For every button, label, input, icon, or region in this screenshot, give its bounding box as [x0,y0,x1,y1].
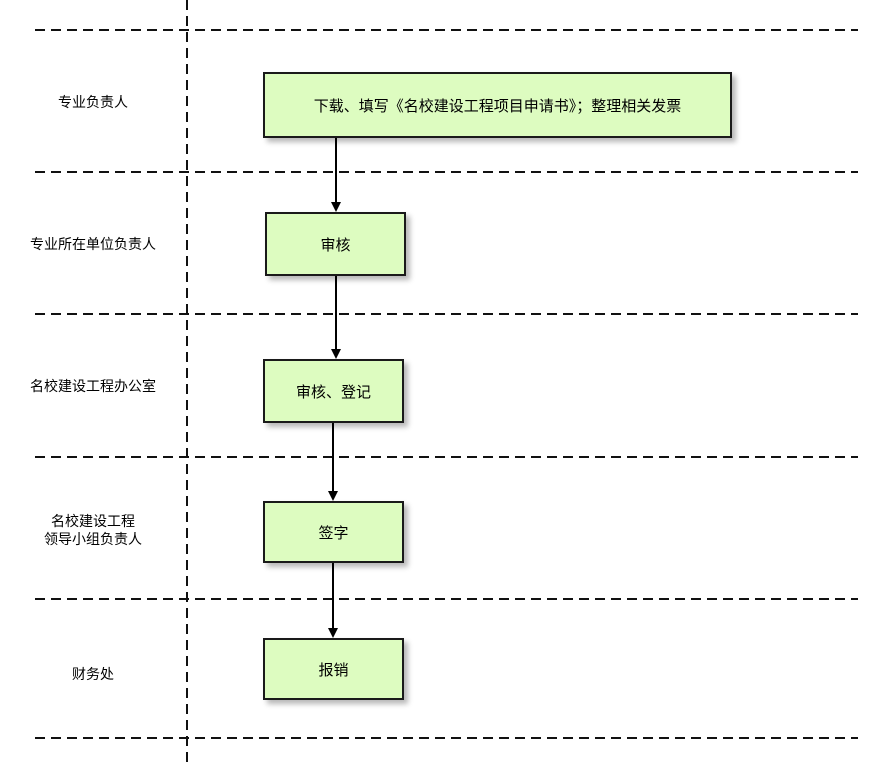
lane-label-line: 名校建设工程 [51,514,135,530]
step-reimburse: 报销 [263,638,404,700]
step-review: 审核 [265,212,406,276]
lane-label-line: 领导小组负责人 [44,532,142,548]
step-label: 签字 [318,523,349,542]
step-review-register: 审核、登记 [263,359,404,423]
step-label: 报销 [318,660,349,679]
lane-label-leadership-group: 名校建设工程 领导小组负责人 [10,513,176,549]
lane-label-line: 财务处 [72,667,114,683]
step-label: 下载、填写《名校建设工程项目申请书》；整理相关发票 [313,96,682,115]
step-download-fill-application: 下载、填写《名校建设工程项目申请书》；整理相关发票 [263,72,732,138]
lane-label-unit-head: 专业所在单位负责人 [10,236,176,254]
lane-label-finance: 财务处 [10,666,176,684]
step-label: 审核、登记 [295,382,371,401]
lane-label-line: 专业负责人 [58,95,128,111]
step-sign: 签字 [263,501,404,563]
lane-label-project-office: 名校建设工程办公室 [10,378,176,396]
step-label: 审核 [320,235,351,254]
lane-label-line: 名校建设工程办公室 [30,379,156,395]
lane-label-line: 专业所在单位负责人 [30,237,156,253]
lane-label-specialty-head: 专业负责人 [10,94,176,112]
